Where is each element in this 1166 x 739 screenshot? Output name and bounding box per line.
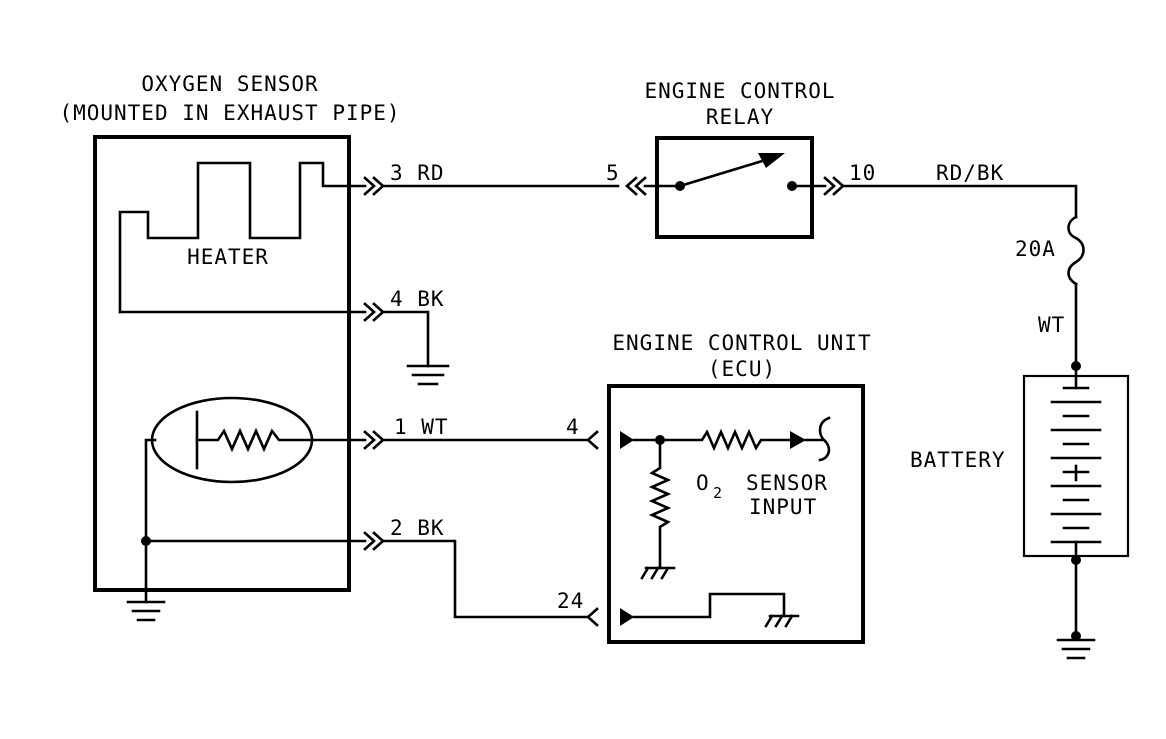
- wire-2-bk-label: 2 BK: [390, 516, 445, 540]
- ecu-connector-24-icon: [586, 607, 599, 627]
- sensor-ground-icon: [126, 600, 166, 622]
- o2-input-input-label: INPUT: [749, 495, 817, 519]
- relay-pin-10-label: 10: [849, 161, 876, 185]
- oxygen-sensor-title: OXYGEN SENSOR: [141, 72, 318, 96]
- wire-4-bk-label: 4 BK: [390, 287, 445, 311]
- o2-input-subscript: 2: [713, 484, 723, 502]
- o2-input-o-label: O: [696, 471, 710, 495]
- oxygen-sensor-box: [93, 135, 351, 592]
- relay-subtitle: RELAY: [706, 105, 774, 129]
- relay-switch-icon: [678, 153, 785, 188]
- ecu-series-resistor: [658, 428, 792, 452]
- ecu-input-24-arrow-icon: [620, 608, 634, 626]
- relay-connector-10-icon: [823, 176, 845, 196]
- connector-2-icon: [363, 531, 385, 551]
- ecu-box: [607, 384, 865, 644]
- connector-1-icon: [363, 430, 385, 450]
- o2-input-sensor-label: SENSOR: [746, 471, 828, 495]
- connector-4-icon: [363, 302, 385, 322]
- ecu-subtitle: (ECU): [708, 357, 776, 381]
- wire-3-rd-label: 3 RD: [390, 161, 445, 185]
- sensor-ground-wire: [144, 438, 157, 604]
- fuse-icon: [1067, 215, 1085, 286]
- battery-label: BATTERY: [910, 448, 1006, 472]
- wire-4-bk: [381, 310, 430, 368]
- ecu-signal-arrow-icon: [790, 431, 806, 449]
- ecu-chassis-ground-2-icon: [764, 614, 800, 628]
- ecu-pulldown-resistor: [648, 438, 672, 570]
- fuse-label: 20A: [1015, 237, 1056, 261]
- relay-box: [655, 136, 814, 239]
- heater-label: HEATER: [187, 245, 269, 269]
- wire-rd-bk: [841, 184, 1078, 219]
- ecu-pin-4-label: 4: [566, 415, 580, 439]
- ecu-connector-4-icon: [586, 430, 599, 450]
- battery-ground-junction: [1071, 631, 1081, 641]
- wire-rd-bk-label: RD/BK: [936, 161, 1004, 185]
- ecu-title: ENGINE CONTROL UNIT: [612, 331, 871, 355]
- ecu-chassis-ground-1-icon: [640, 566, 676, 580]
- ecu-input-4-arrow-icon: [620, 431, 634, 449]
- ecu-processor-hook-icon: [818, 416, 831, 462]
- wire-1-wt-label: 1 WT: [394, 415, 449, 439]
- ecu-input-24-wire: [632, 592, 786, 619]
- oxygen-sensor-subtitle: (MOUNTED IN EXHAUST PIPE): [59, 101, 400, 125]
- battery-ground-icon: [1056, 638, 1096, 660]
- heater-ground-icon: [406, 364, 450, 386]
- relay-title: ENGINE CONTROL: [644, 79, 835, 103]
- relay-pin-5-label: 5: [606, 161, 620, 185]
- battery-cells-icon: [1050, 364, 1102, 562]
- ecu-pin-24-label: 24: [557, 589, 584, 613]
- sensor-resistor: [195, 427, 314, 453]
- wire-wt-label: WT: [1038, 313, 1065, 337]
- connector-3-icon: [363, 176, 385, 196]
- heater-element: [118, 161, 367, 314]
- wire-2-bk: [381, 539, 590, 619]
- relay-connector-5-icon: [625, 176, 647, 196]
